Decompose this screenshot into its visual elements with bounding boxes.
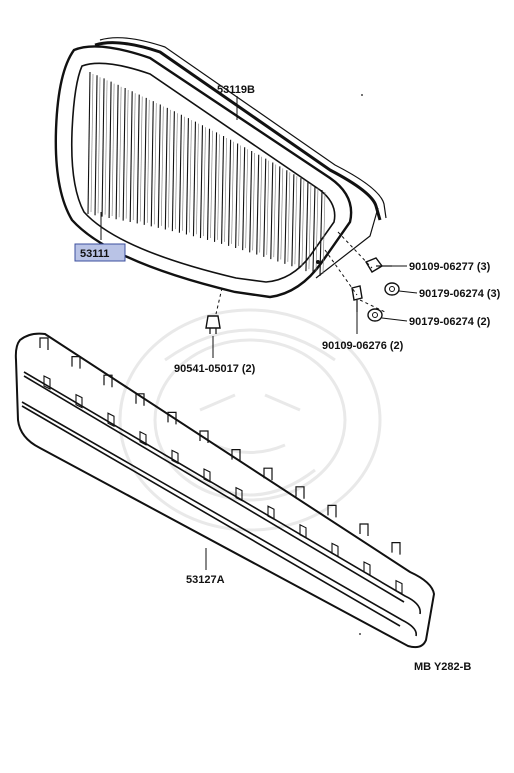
screw-icon [364,257,392,273]
watermark-emblem [118,308,382,532]
label-90179-06274-b: 90179-06274 (2) [409,316,491,328]
screw-icon [351,285,363,312]
label-53127a: 53127A [186,574,225,586]
highlight-box-53111 [74,243,126,262]
label-90541-05017: 90541-05017 (2) [174,363,256,375]
lower-grille [14,332,436,649]
label-90109-06277: 90109-06277 (3) [409,261,491,273]
grille-slats [87,71,326,277]
nut-icon [384,282,400,296]
label-90109-06276: 90109-06276 (2) [322,340,404,352]
clip-icon [205,315,221,334]
diagram-reference: MB Y282-B [414,661,471,673]
grille-assembly [54,37,387,299]
nut-icon [367,308,383,322]
label-90179-06274-a: 90179-06274 (3) [419,288,501,300]
label-53111: 53111 [80,248,109,260]
label-53119b: 53119B [217,84,255,96]
